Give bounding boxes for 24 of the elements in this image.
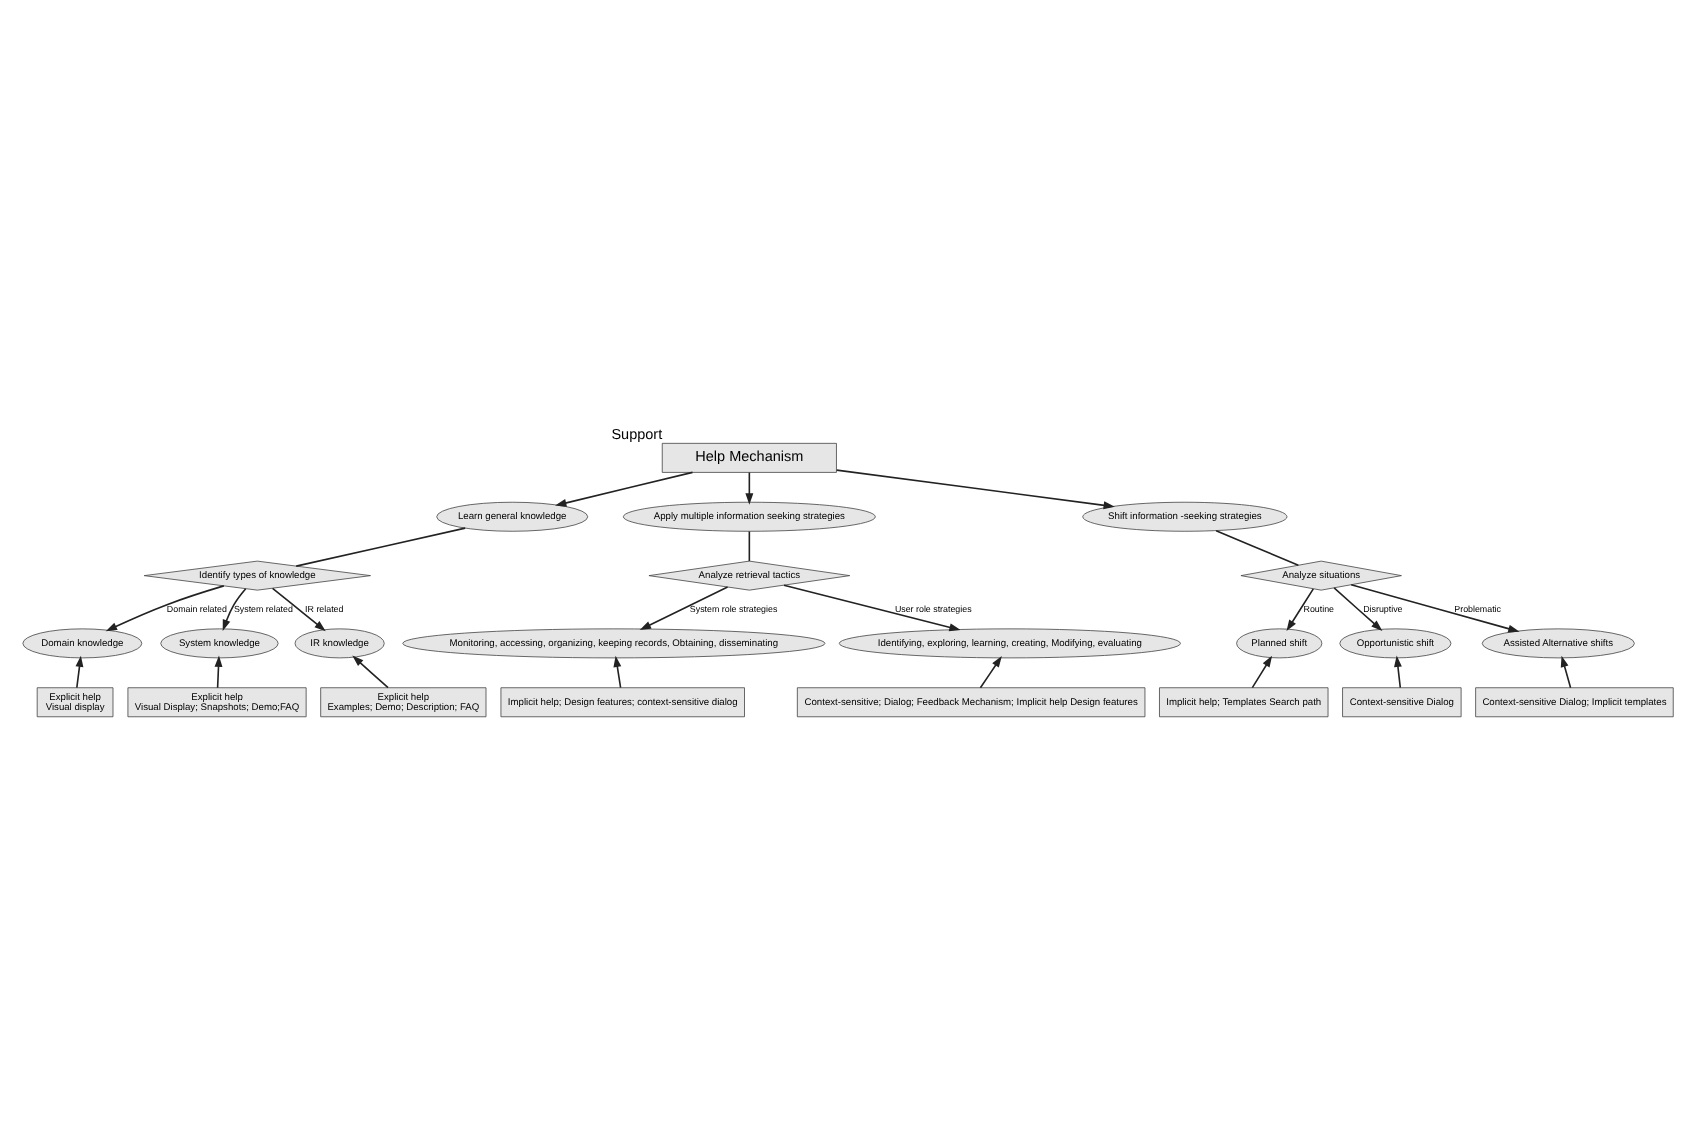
- arrow: [613, 654, 622, 688]
- node-box: Help Mechanism: [661, 441, 837, 472]
- arrow: [105, 584, 225, 631]
- arrow: [75, 654, 84, 688]
- arrow: [979, 655, 1002, 688]
- node-label: Support: [611, 423, 663, 442]
- arrow: [222, 586, 247, 631]
- arrow: [1560, 654, 1572, 688]
- arrow: [555, 470, 694, 506]
- arrow: [1251, 654, 1273, 688]
- arrow: [352, 654, 389, 688]
- arrow: [783, 583, 961, 631]
- arrow: [1333, 586, 1383, 630]
- arrow: [214, 654, 223, 688]
- arrow: [639, 585, 729, 629]
- arrow: [1286, 587, 1315, 631]
- arrow: [745, 470, 754, 504]
- arrow: [1394, 654, 1402, 688]
- connector: [295, 526, 466, 566]
- arrow: [271, 586, 326, 631]
- arrow: [1350, 583, 1520, 632]
- arrow: [835, 468, 1115, 509]
- connector: [748, 529, 751, 561]
- connector: [1215, 528, 1300, 566]
